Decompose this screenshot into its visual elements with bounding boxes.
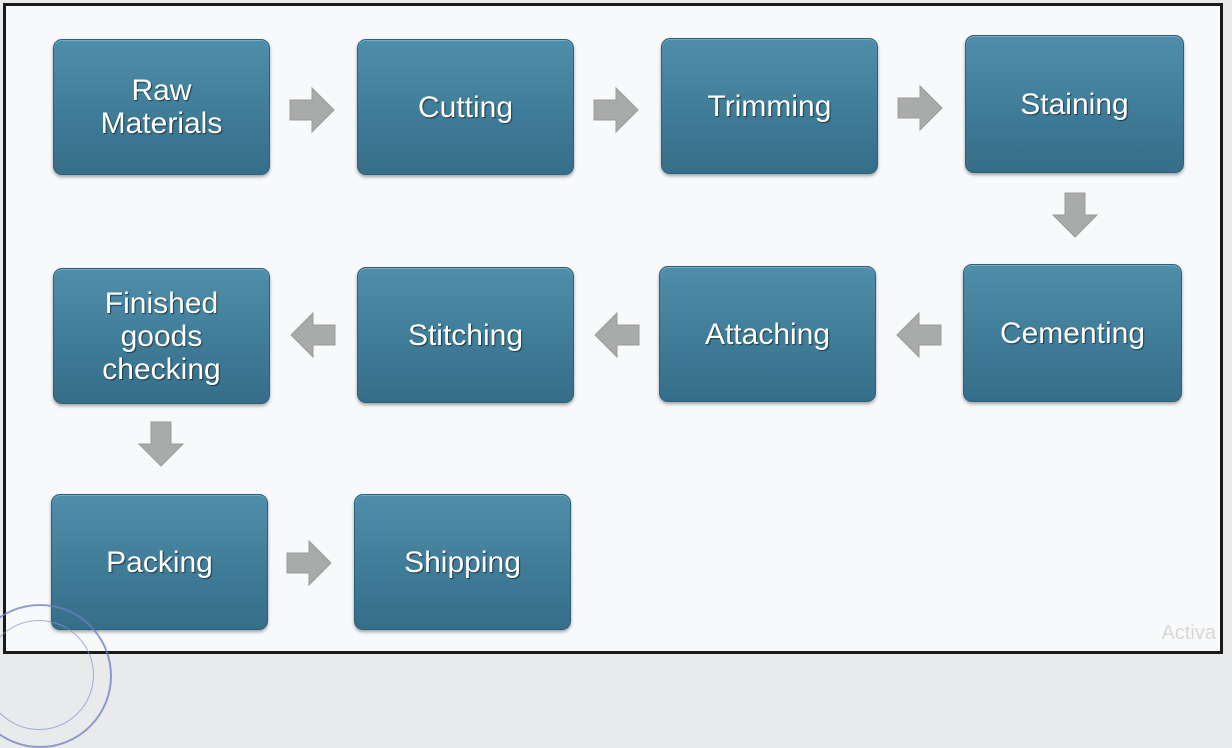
step-label: Cementing <box>999 316 1146 350</box>
arrow-left-icon <box>593 311 641 359</box>
step-cementing: Cementing <box>963 264 1182 402</box>
step-attaching: Attaching <box>659 266 876 402</box>
step-stitching: Stitching <box>357 267 574 403</box>
step-label: Raw Materials <box>100 74 223 140</box>
arrow-right-icon <box>285 539 333 587</box>
step-trimming: Trimming <box>661 38 878 174</box>
step-label: Cutting <box>417 90 514 124</box>
arrow-down-icon <box>1051 191 1099 239</box>
step-raw-materials: Raw Materials <box>53 39 270 175</box>
arrow-down-icon <box>137 420 185 468</box>
arrow-right-icon <box>896 84 944 132</box>
step-label: Shipping <box>404 545 521 579</box>
arrow-right-icon <box>592 86 640 134</box>
step-label: Finished goods checking <box>102 286 221 386</box>
step-shipping: Shipping <box>354 494 571 630</box>
activation-watermark: Activa <box>1161 622 1216 644</box>
step-label: Trimming <box>707 89 832 123</box>
step-staining: Staining <box>965 35 1184 173</box>
arrow-left-icon <box>289 311 337 359</box>
step-cutting: Cutting <box>357 39 574 175</box>
step-label: Attaching <box>704 317 831 351</box>
step-label: Packing <box>106 545 213 579</box>
arrow-right-icon <box>288 86 336 134</box>
step-packing: Packing <box>51 494 268 630</box>
step-label: Stitching <box>407 318 524 352</box>
step-finished-goods-checking: Finished goods checking <box>53 268 270 404</box>
diagram-frame: Raw Materials Cutting Trimming Staining … <box>0 3 1223 748</box>
step-label: Staining <box>1020 87 1129 121</box>
arrow-left-icon <box>895 311 943 359</box>
